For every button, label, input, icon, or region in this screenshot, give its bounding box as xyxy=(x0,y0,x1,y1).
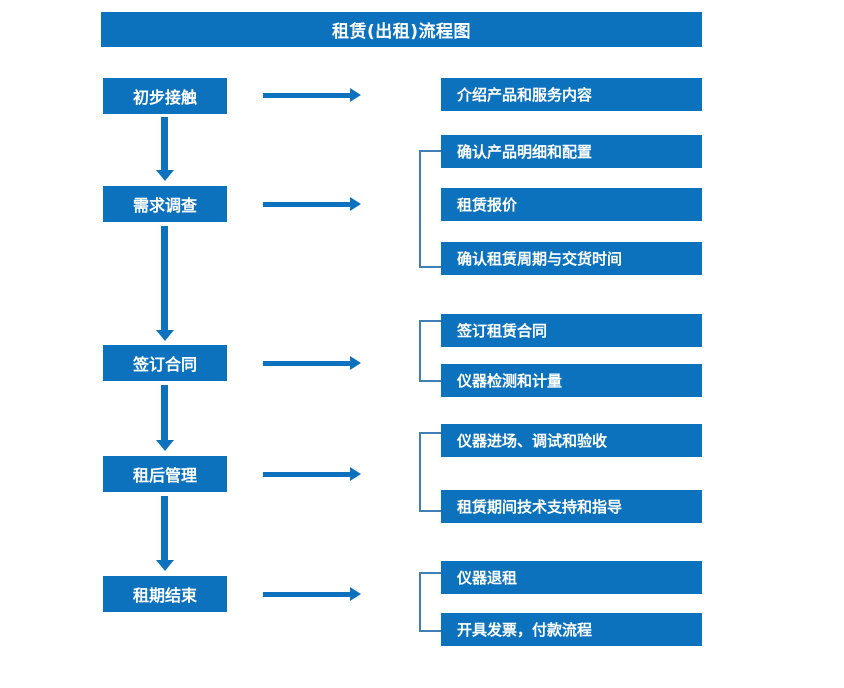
detail-box[interactable]: 确认产品明细和配置 xyxy=(441,135,702,168)
detail-box[interactable]: 仪器退租 xyxy=(441,561,702,594)
detail-box[interactable]: 仪器进场、调试和验收 xyxy=(441,424,702,457)
arrow-head xyxy=(350,88,361,102)
arrow-shaft xyxy=(161,385,168,441)
arrow-contract-to-aftercare-icon xyxy=(156,385,174,451)
arrow-aftercare-to-end-icon xyxy=(156,496,174,571)
stage-box[interactable]: 租期结束 xyxy=(103,576,227,612)
arrow-to-intro-icon xyxy=(263,88,361,102)
arrow-head xyxy=(156,170,174,181)
detail-box[interactable]: 租赁期间技术支持和指导 xyxy=(441,490,702,523)
detail-box[interactable]: 仪器检测和计量 xyxy=(441,364,702,397)
bracket-aftercare xyxy=(419,432,441,512)
arrow-shaft xyxy=(161,226,168,331)
arrow-survey-to-contract-icon xyxy=(156,226,174,341)
page-title: 租赁(出租)流程图 xyxy=(101,12,702,47)
arrow-shaft xyxy=(263,361,351,366)
arrow-to-endlease-icon xyxy=(263,587,361,601)
arrow-to-contract-icon xyxy=(263,356,361,370)
detail-box[interactable]: 确认租赁周期与交货时间 xyxy=(441,242,702,275)
stage-box[interactable]: 需求调查 xyxy=(103,186,227,222)
arrow-head xyxy=(156,440,174,451)
detail-box[interactable]: 开具发票，付款流程 xyxy=(441,613,702,646)
bracket-endlease xyxy=(419,572,441,632)
arrow-contact-to-survey-icon xyxy=(156,117,174,181)
stage-box[interactable]: 签订合同 xyxy=(103,345,227,381)
detail-box[interactable]: 签订租赁合同 xyxy=(441,314,702,347)
arrow-head xyxy=(350,197,361,211)
arrow-shaft xyxy=(161,117,168,171)
arrow-head xyxy=(156,330,174,341)
arrow-shaft xyxy=(161,496,168,561)
bracket-contract xyxy=(419,320,441,382)
detail-box[interactable]: 介绍产品和服务内容 xyxy=(441,78,702,111)
arrow-to-requirements-icon xyxy=(263,197,361,211)
stage-box[interactable]: 初步接触 xyxy=(103,78,227,114)
arrow-head xyxy=(156,560,174,571)
detail-box[interactable]: 租赁报价 xyxy=(441,188,702,221)
arrow-head xyxy=(350,467,361,481)
arrow-shaft xyxy=(263,93,351,98)
arrow-head xyxy=(350,356,361,370)
arrow-head xyxy=(350,587,361,601)
arrow-shaft xyxy=(263,202,351,207)
arrow-to-aftercare-icon xyxy=(263,467,361,481)
stage-box[interactable]: 租后管理 xyxy=(103,456,227,492)
arrow-shaft xyxy=(263,472,351,477)
bracket-requirements xyxy=(419,150,441,268)
arrow-shaft xyxy=(263,592,351,597)
